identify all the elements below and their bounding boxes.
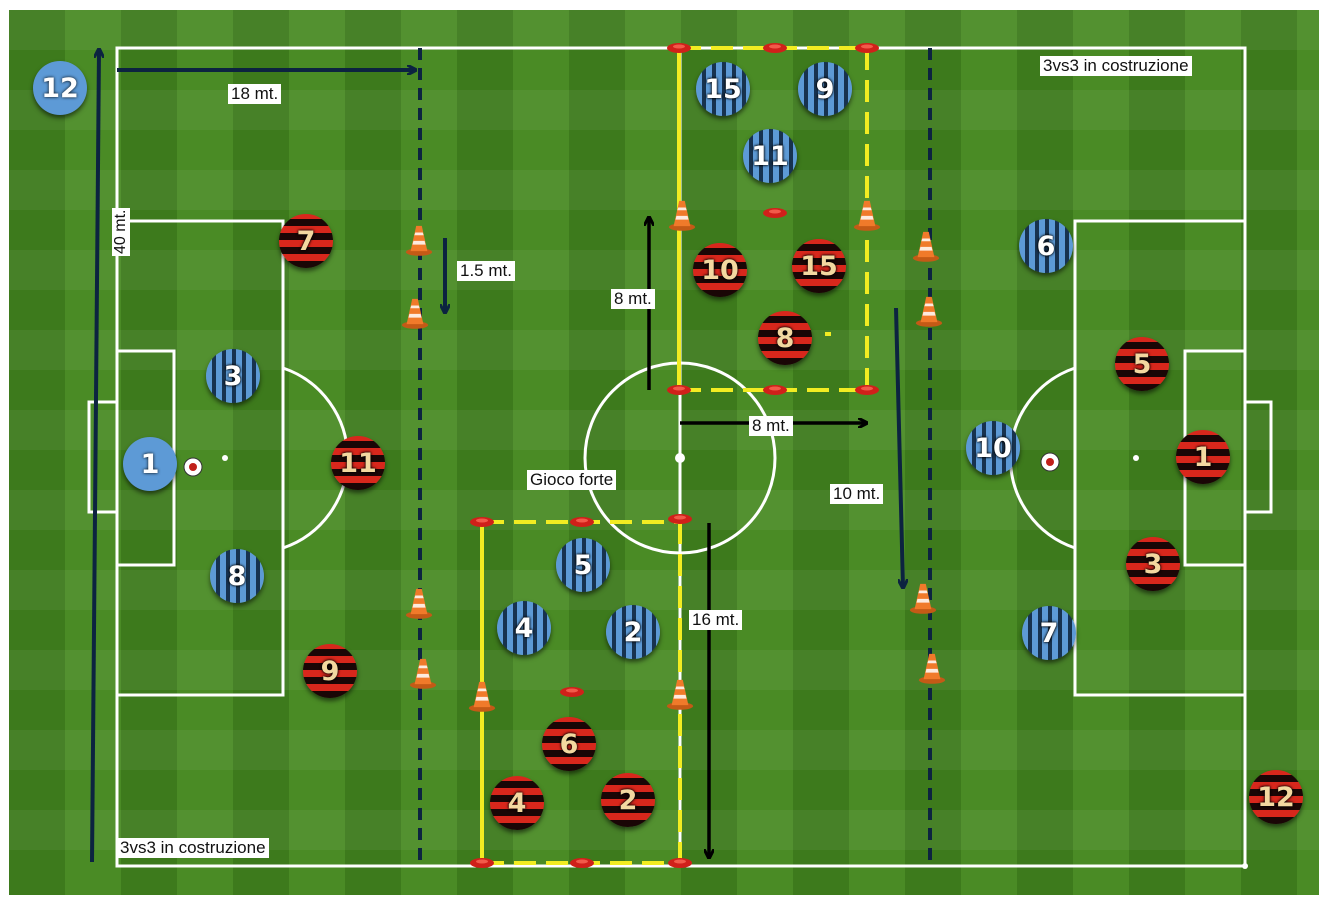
player-red-2[interactable]: 2 [601, 773, 655, 827]
label-18-mt: 18 mt. [228, 84, 281, 104]
football-pitch [9, 10, 1319, 895]
player-blue-2[interactable]: 2 [606, 605, 660, 659]
ball-left [184, 458, 202, 476]
left-penalty-spot [222, 455, 228, 461]
label-gioco-forte: Gioco forte [527, 470, 616, 490]
player-blue-1[interactable]: 1 [123, 437, 177, 491]
player-blue-12[interactable]: 12 [33, 61, 87, 115]
player-red-6[interactable]: 6 [542, 717, 596, 771]
player-red-3[interactable]: 3 [1126, 537, 1180, 591]
label-8-mt-vertical: 8 mt. [611, 289, 655, 309]
corner-dot [1242, 863, 1248, 869]
player-blue-15[interactable]: 15 [696, 62, 750, 116]
player-red-10[interactable]: 10 [693, 243, 747, 297]
center-spot [675, 453, 685, 463]
label-top-right: 3vs3 in costruzione [1040, 56, 1192, 76]
player-red-8[interactable]: 8 [758, 311, 812, 365]
player-red-9[interactable]: 9 [303, 644, 357, 698]
player-blue-4[interactable]: 4 [497, 601, 551, 655]
player-blue-8[interactable]: 8 [210, 549, 264, 603]
player-red-15[interactable]: 15 [792, 239, 846, 293]
player-blue-9[interactable]: 9 [798, 62, 852, 116]
player-red-4[interactable]: 4 [490, 776, 544, 830]
player-red-5[interactable]: 5 [1115, 337, 1169, 391]
label-bottom-left: 3vs3 in costruzione [117, 838, 269, 858]
ball-right [1041, 453, 1059, 471]
player-red-7[interactable]: 7 [279, 214, 333, 268]
label-16-mt: 16 mt. [689, 610, 742, 630]
player-blue-6[interactable]: 6 [1019, 219, 1073, 273]
label-1-5-mt: 1.5 mt. [457, 261, 515, 281]
player-red-12[interactable]: 12 [1249, 770, 1303, 824]
label-40-mt: 40 mt. [112, 208, 130, 256]
player-blue-3[interactable]: 3 [206, 349, 260, 403]
player-red-11[interactable]: 11 [331, 436, 385, 490]
label-10-mt: 10 mt. [830, 484, 883, 504]
player-red-1[interactable]: 1 [1176, 430, 1230, 484]
right-penalty-spot [1133, 455, 1139, 461]
player-blue-10[interactable]: 10 [966, 421, 1020, 475]
player-blue-5[interactable]: 5 [556, 538, 610, 592]
player-blue-7[interactable]: 7 [1022, 606, 1076, 660]
label-8-mt-horizontal: 8 mt. [749, 416, 793, 436]
player-blue-11[interactable]: 11 [743, 129, 797, 183]
